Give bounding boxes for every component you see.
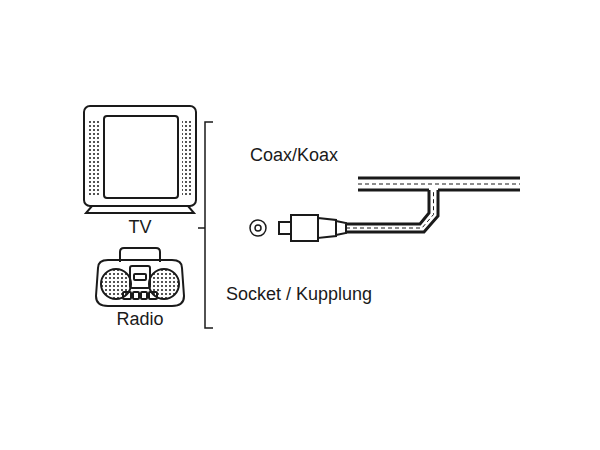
antenna-symbol <box>358 178 520 190</box>
coax-cable <box>346 190 438 232</box>
tv-icon <box>84 106 196 213</box>
device-label: TV <box>128 217 151 239</box>
connector-label: Socket / Kupplung <box>226 284 372 306</box>
radio-icon <box>96 248 184 306</box>
cable-type-label: Coax/Koax <box>250 145 338 167</box>
coax-plug <box>279 215 346 241</box>
socket-symbol <box>250 220 266 236</box>
device-label: Radio <box>116 309 163 331</box>
bracket <box>198 122 213 328</box>
